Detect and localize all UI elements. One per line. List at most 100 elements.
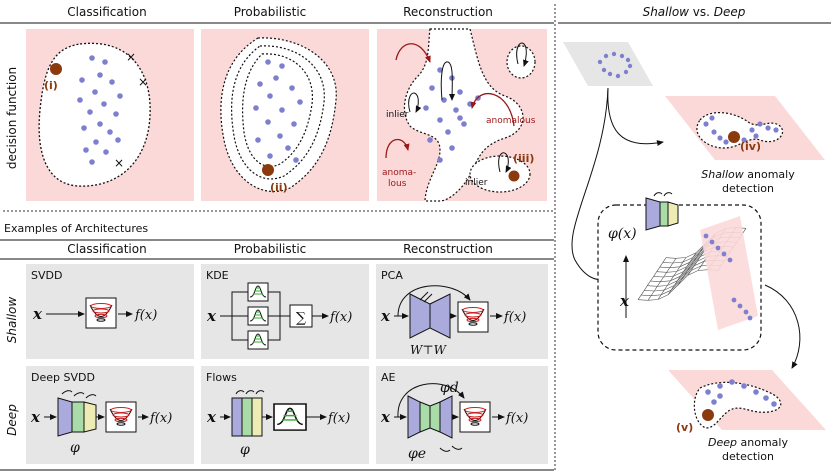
cell-flows: Flows x φ f(x) <box>206 371 350 458</box>
deep-caption-1: Deep anomaly <box>708 436 788 449</box>
anomaly-point-i <box>50 63 62 75</box>
data-point <box>441 97 447 103</box>
data-point <box>757 121 763 127</box>
label-inlier-a: inlier <box>386 110 409 120</box>
cross-marker-3: × <box>114 156 124 170</box>
data-point <box>615 73 621 79</box>
svg-text:x: x <box>30 408 41 426</box>
anomaly-point-v <box>702 409 714 421</box>
data-point <box>715 245 721 251</box>
data-point <box>743 309 749 315</box>
data-point <box>83 147 89 153</box>
deep-plane: (v) Deep anomaly detection <box>668 370 826 463</box>
data-point <box>603 53 609 59</box>
svg-text:φ: φ <box>70 440 80 456</box>
cell-title-pca: PCA <box>381 269 403 282</box>
data-point <box>611 51 617 57</box>
probabilistic-panel: (ii) <box>201 29 369 201</box>
data-point <box>102 59 108 65</box>
data-point <box>711 399 717 405</box>
arch-col-probabilistic: Probabilistic <box>234 242 307 256</box>
data-point <box>97 121 103 127</box>
data-point <box>103 149 109 155</box>
data-point <box>429 85 435 91</box>
data-point <box>741 383 747 389</box>
data-point <box>117 93 123 99</box>
data-point <box>741 137 747 143</box>
data-point <box>265 119 271 125</box>
svg-text:x: x <box>380 408 391 426</box>
data-point <box>277 133 283 139</box>
data-point <box>81 125 87 131</box>
svg-text:f(x): f(x) <box>327 411 350 426</box>
data-point <box>437 157 443 163</box>
svg-text:f(x): f(x) <box>149 411 172 426</box>
label-i: (i) <box>44 79 58 92</box>
shallow-caption-2: detection <box>722 182 774 195</box>
svg-text:f(x): f(x) <box>505 411 528 426</box>
row-label-decision-function: decision function <box>5 67 19 169</box>
data-point <box>709 115 715 121</box>
data-point <box>253 105 259 111</box>
data-point <box>279 107 285 113</box>
data-point <box>773 127 779 133</box>
cell-deep-svdd: Deep SVDD x φ f(x) <box>30 371 172 456</box>
top-col-reconstruction: Reconstruction <box>403 5 493 19</box>
svg-text:x: x <box>206 408 217 426</box>
section-title-architectures: Examples of Architectures <box>4 222 148 235</box>
cell-pca: PCA x f(x) W⊤W <box>380 269 526 357</box>
shallow-caption-1: Shallow anomaly <box>701 168 795 181</box>
data-point <box>727 257 733 263</box>
data-point <box>293 157 299 163</box>
data-point <box>703 233 709 239</box>
data-point <box>625 57 631 63</box>
label-v: (v) <box>676 421 693 434</box>
data-point <box>107 129 113 135</box>
data-point <box>717 383 723 389</box>
top-col-classification: Classification <box>67 5 146 19</box>
data-point <box>627 63 633 69</box>
cell-svdd: SVDD x f(x) <box>31 269 157 329</box>
data-point <box>461 121 467 127</box>
data-point <box>279 63 285 69</box>
data-point <box>285 145 291 151</box>
data-point <box>709 239 715 245</box>
data-point <box>267 93 273 99</box>
svg-text:f(x): f(x) <box>503 310 526 325</box>
data-point <box>449 145 455 151</box>
anomaly-point-iii <box>508 170 520 182</box>
data-point <box>77 97 83 103</box>
svg-text:φ: φ <box>240 442 250 458</box>
data-point <box>437 117 443 123</box>
svg-text:f(x): f(x) <box>329 310 352 325</box>
right-title: Shallow vs. Deep <box>643 5 746 19</box>
svg-text:∑: ∑ <box>296 310 306 326</box>
data-point <box>255 137 261 143</box>
data-point <box>737 303 743 309</box>
row-label-shallow: Shallow <box>5 297 19 344</box>
data-point <box>723 139 729 145</box>
svg-text:x: x <box>380 307 391 325</box>
data-point <box>113 111 119 117</box>
x-label: x <box>619 292 630 310</box>
data-point <box>601 67 607 73</box>
data-point <box>623 69 629 75</box>
arch-col-reconstruction: Reconstruction <box>403 242 493 256</box>
cross-marker-1: × <box>126 50 136 64</box>
data-point <box>763 395 769 401</box>
data-point <box>115 137 121 143</box>
cell-ae: AE x φd φe f(x) <box>380 371 528 462</box>
data-point <box>453 107 459 113</box>
svg-text:f(x): f(x) <box>134 308 157 323</box>
data-point <box>265 59 271 65</box>
data-point <box>445 129 451 135</box>
data-point <box>101 101 107 107</box>
data-point <box>89 55 95 61</box>
data-point <box>92 89 98 95</box>
data-point <box>711 129 717 135</box>
label-anomalous-a: anomalous <box>486 116 536 126</box>
data-point <box>765 125 771 131</box>
data-point <box>457 89 463 95</box>
label-iii: (iii) <box>513 152 534 165</box>
